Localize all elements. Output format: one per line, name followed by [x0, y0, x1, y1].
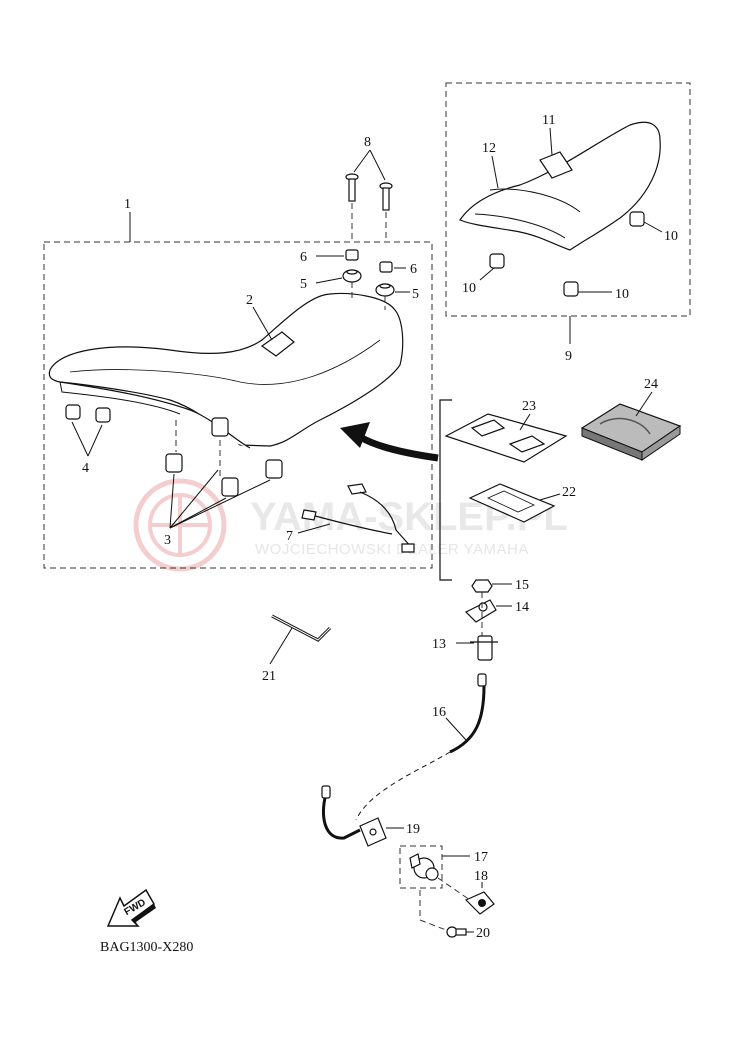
seat-group-box [43, 241, 433, 569]
callout-20: 20 [476, 926, 490, 941]
callout-5a: 5 [300, 277, 307, 292]
damper-3-d [265, 459, 283, 479]
callout-10a: 10 [664, 229, 678, 244]
document-pouch-23 [444, 413, 568, 463]
callout-11: 11 [542, 113, 555, 128]
callout-1: 1 [124, 197, 131, 212]
owners-manual-24 [580, 403, 682, 461]
damper-3-a [165, 453, 183, 473]
diagram-code: BAG1300-X280 [100, 940, 193, 955]
screw-20 [446, 926, 467, 938]
damper-5-left [342, 269, 362, 283]
seat-lock-17 [409, 853, 439, 881]
damper-5-right [375, 283, 395, 297]
callout-6a: 6 [300, 250, 307, 265]
clip-19 [359, 817, 387, 847]
collar-6-right [379, 261, 393, 273]
curved-arrow-icon [340, 422, 439, 462]
callout-2: 2 [246, 293, 253, 308]
callout-10c: 10 [615, 287, 629, 302]
callout-19: 19 [406, 822, 420, 837]
rear-seat-group-box [445, 82, 691, 317]
bolt-8-right [379, 182, 393, 240]
callout-5b: 5 [412, 287, 419, 302]
nut-15 [471, 579, 493, 593]
callout-3: 3 [164, 533, 171, 548]
lock-group-box [399, 845, 443, 889]
callout-7: 7 [286, 529, 293, 544]
callout-21: 21 [262, 669, 276, 684]
fwd-arrow-icon: FWD [106, 888, 156, 927]
cable-16 [321, 673, 487, 840]
cable-end-13 [470, 635, 498, 661]
damper-4-right [95, 407, 111, 423]
callout-18: 18 [474, 869, 488, 884]
callout-22: 22 [562, 485, 576, 500]
bolt-8-left [345, 173, 359, 240]
callout-8: 8 [364, 135, 371, 150]
callout-4: 4 [82, 461, 89, 476]
callout-15: 15 [515, 578, 529, 593]
damper-10-a [629, 211, 645, 227]
damper-3-c [221, 477, 239, 497]
callout-17: 17 [474, 850, 488, 865]
callout-6b: 6 [410, 262, 417, 277]
callout-14: 14 [515, 600, 529, 615]
callout-10b: 10 [462, 281, 476, 296]
callout-24: 24 [644, 377, 658, 392]
label-22 [468, 483, 556, 523]
lock-cover-18 [464, 891, 495, 915]
callout-12: 12 [482, 141, 496, 156]
dealer-logo-watermark [133, 478, 227, 572]
callout-16: 16 [432, 705, 446, 720]
callout-23: 23 [522, 399, 536, 414]
watermark-subtitle: WOJCIECHOWSKI DEALER YAMAHA [255, 541, 529, 558]
hex-wrench-21 [271, 614, 332, 642]
callout-9: 9 [565, 349, 572, 364]
strap-7 [301, 483, 415, 553]
bracket-14 [464, 599, 497, 623]
rear-seat [459, 121, 661, 251]
collar-6-left [345, 249, 359, 261]
callout-13: 13 [432, 637, 446, 652]
damper-10-b [489, 253, 505, 269]
damper-10-c [563, 281, 579, 297]
damper-4-left [65, 404, 81, 420]
damper-3-b [211, 417, 229, 437]
main-seat [48, 292, 404, 449]
